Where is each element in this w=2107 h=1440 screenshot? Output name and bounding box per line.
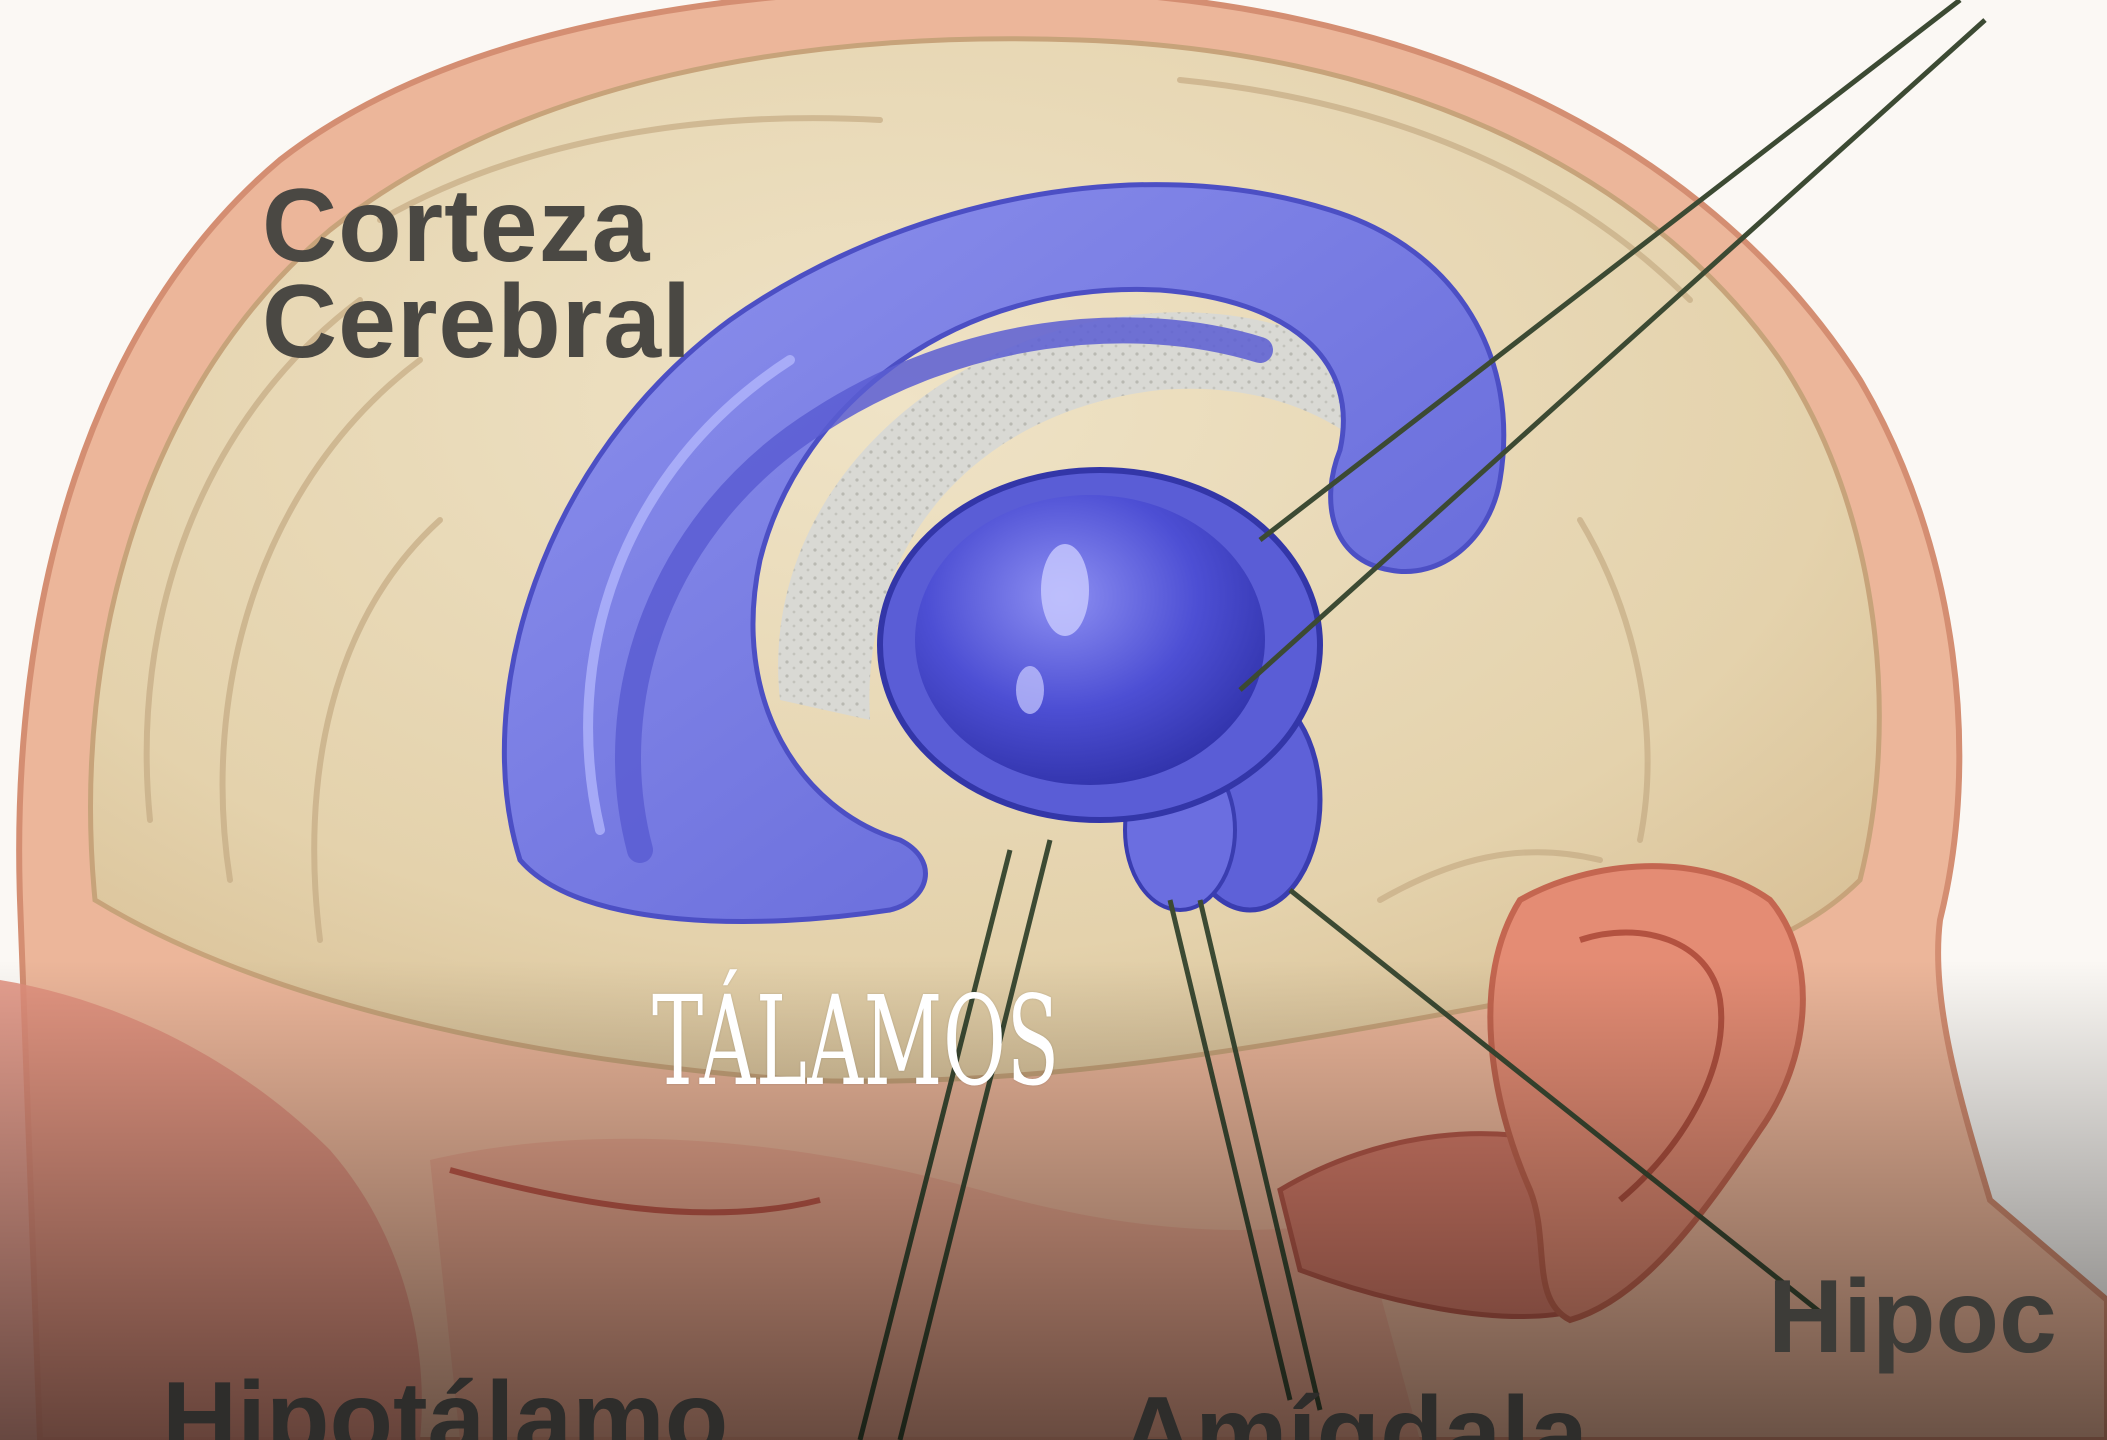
cortex-label: Corteza Cerebral [262,178,692,370]
thalamus-caption: TÁLAMOS [652,980,1060,1104]
amygdala-label: Amígdala [1120,1375,1588,1440]
hypothalamus-label: Hipotálamo [162,1360,728,1440]
cortex-label-line1: Corteza [262,178,692,274]
cortex-label-line2: Cerebral [262,274,692,370]
hippocampus-label: Hipoc [1768,1258,2057,1377]
